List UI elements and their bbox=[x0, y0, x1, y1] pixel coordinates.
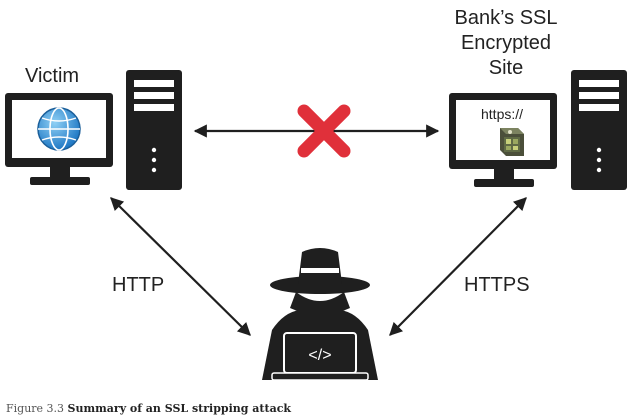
bank-site-line-1: Bank’s SSL bbox=[454, 7, 558, 29]
figure-caption: Figure 3.3 Summary of an SSL stripping a… bbox=[6, 402, 291, 415]
bank-computer: https:// bbox=[449, 70, 627, 190]
red-x-icon bbox=[297, 104, 351, 158]
https-arrow bbox=[389, 197, 527, 336]
http-label: HTTP bbox=[112, 274, 165, 296]
bank-site-label: Bank’s SSL Encrypted Site bbox=[436, 6, 576, 81]
lock-safe-icon bbox=[500, 128, 524, 156]
victim-computer bbox=[5, 70, 182, 190]
victim-label: Victim bbox=[25, 65, 80, 87]
hooded-hacker-icon: </> bbox=[262, 248, 378, 381]
code-tag: </> bbox=[308, 347, 331, 364]
http-arrow bbox=[110, 197, 251, 336]
bank-site-line-2: Encrypted bbox=[460, 32, 552, 54]
blocked-connection bbox=[193, 104, 440, 158]
globe-icon bbox=[37, 107, 81, 151]
url-text: https:// bbox=[481, 106, 523, 122]
victim-tower bbox=[126, 70, 182, 190]
figure-title: Summary of an SSL stripping attack bbox=[67, 402, 292, 415]
figure-number: Figure 3.3 bbox=[6, 402, 65, 415]
bank-tower bbox=[571, 70, 627, 190]
bank-site-line-3: Site bbox=[488, 57, 524, 79]
https-label: HTTPS bbox=[464, 274, 530, 296]
ssl-stripping-diagram: https:// bbox=[5, 70, 627, 381]
